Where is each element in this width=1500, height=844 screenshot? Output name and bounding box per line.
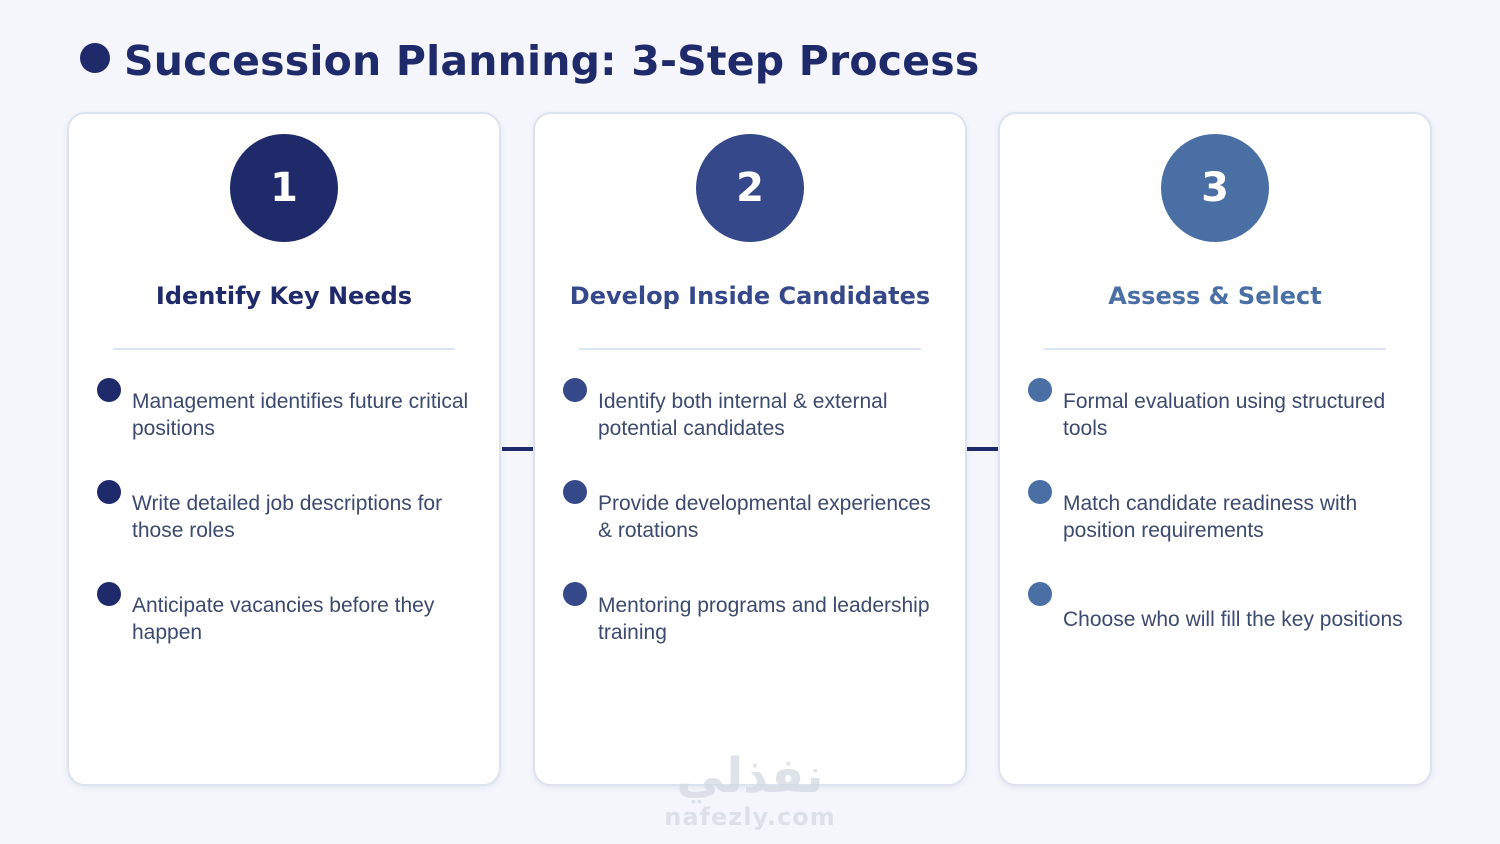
step-bullet-list: Formal evaluation using structured tools…	[1028, 378, 1410, 684]
watermark-arabic: نفذلي	[676, 748, 824, 804]
step-bullet-list: Management identifies future critical po…	[97, 378, 479, 684]
list-item: Identify both internal & external potent…	[563, 378, 945, 480]
list-item: Anticipate vacancies before they happen	[97, 582, 479, 684]
step-number-circle: 3	[1161, 134, 1269, 242]
list-item: Mentoring programs and leadership traini…	[563, 582, 945, 684]
step-card-1: 1 Identify Key Needs Management identifi…	[67, 112, 501, 786]
bullet-text: Write detailed job descriptions for thos…	[132, 492, 443, 542]
list-item: Match candidate readiness with position …	[1028, 480, 1410, 582]
list-item: Write detailed job descriptions for thos…	[97, 480, 479, 582]
connector-step1-step2	[502, 447, 534, 451]
bullet-dot	[563, 480, 587, 504]
connector-step2-step3	[967, 447, 999, 451]
bullet-dot	[1028, 378, 1052, 402]
watermark-logo: نفذلي nafezly.com	[600, 748, 900, 830]
card-divider	[1044, 348, 1386, 350]
title-bullet-dot	[80, 43, 110, 73]
step-title: Assess & Select	[1108, 282, 1322, 310]
step-card-3: 3 Assess & Select Formal evaluation usin…	[998, 112, 1432, 786]
card-divider	[113, 348, 455, 350]
bullet-dot	[97, 378, 121, 402]
bullet-text: Management identifies future critical po…	[132, 390, 469, 440]
step-title: Develop Inside Candidates	[569, 282, 931, 310]
bullet-text: Provide developmental experiences & rota…	[598, 492, 931, 542]
bullet-dot	[97, 582, 121, 606]
bullet-dot	[1028, 480, 1052, 504]
bullet-text: Mentoring programs and leadership traini…	[598, 594, 930, 644]
list-item: Management identifies future critical po…	[97, 378, 479, 480]
bullet-dot	[563, 582, 587, 606]
step-number-circle: 2	[696, 134, 804, 242]
bullet-text: Choose who will fill the key positions	[1063, 608, 1403, 631]
list-item: Choose who will fill the key positions	[1028, 582, 1410, 684]
watermark-latin: nafezly.com	[664, 803, 836, 831]
bullet-text: Identify both internal & external potent…	[598, 390, 888, 440]
card-divider	[579, 348, 921, 350]
page-title: Succession Planning: 3-Step Process	[124, 37, 980, 85]
bullet-text: Anticipate vacancies before they happen	[132, 594, 435, 644]
list-item: Formal evaluation using structured tools	[1028, 378, 1410, 480]
bullet-text: Formal evaluation using structured tools	[1063, 390, 1386, 440]
bullet-dot	[1028, 582, 1052, 606]
bullet-dot	[563, 378, 587, 402]
step-number-circle: 1	[230, 134, 338, 242]
list-item: Provide developmental experiences & rota…	[563, 480, 945, 582]
step-bullet-list: Identify both internal & external potent…	[563, 378, 945, 684]
bullet-text: Match candidate readiness with position …	[1063, 492, 1358, 542]
bullet-dot	[97, 480, 121, 504]
page-header: Succession Planning: 3-Step Process	[80, 28, 980, 94]
step-title: Identify Key Needs	[155, 282, 413, 310]
step-card-2: 2 Develop Inside Candidates Identify bot…	[533, 112, 967, 786]
